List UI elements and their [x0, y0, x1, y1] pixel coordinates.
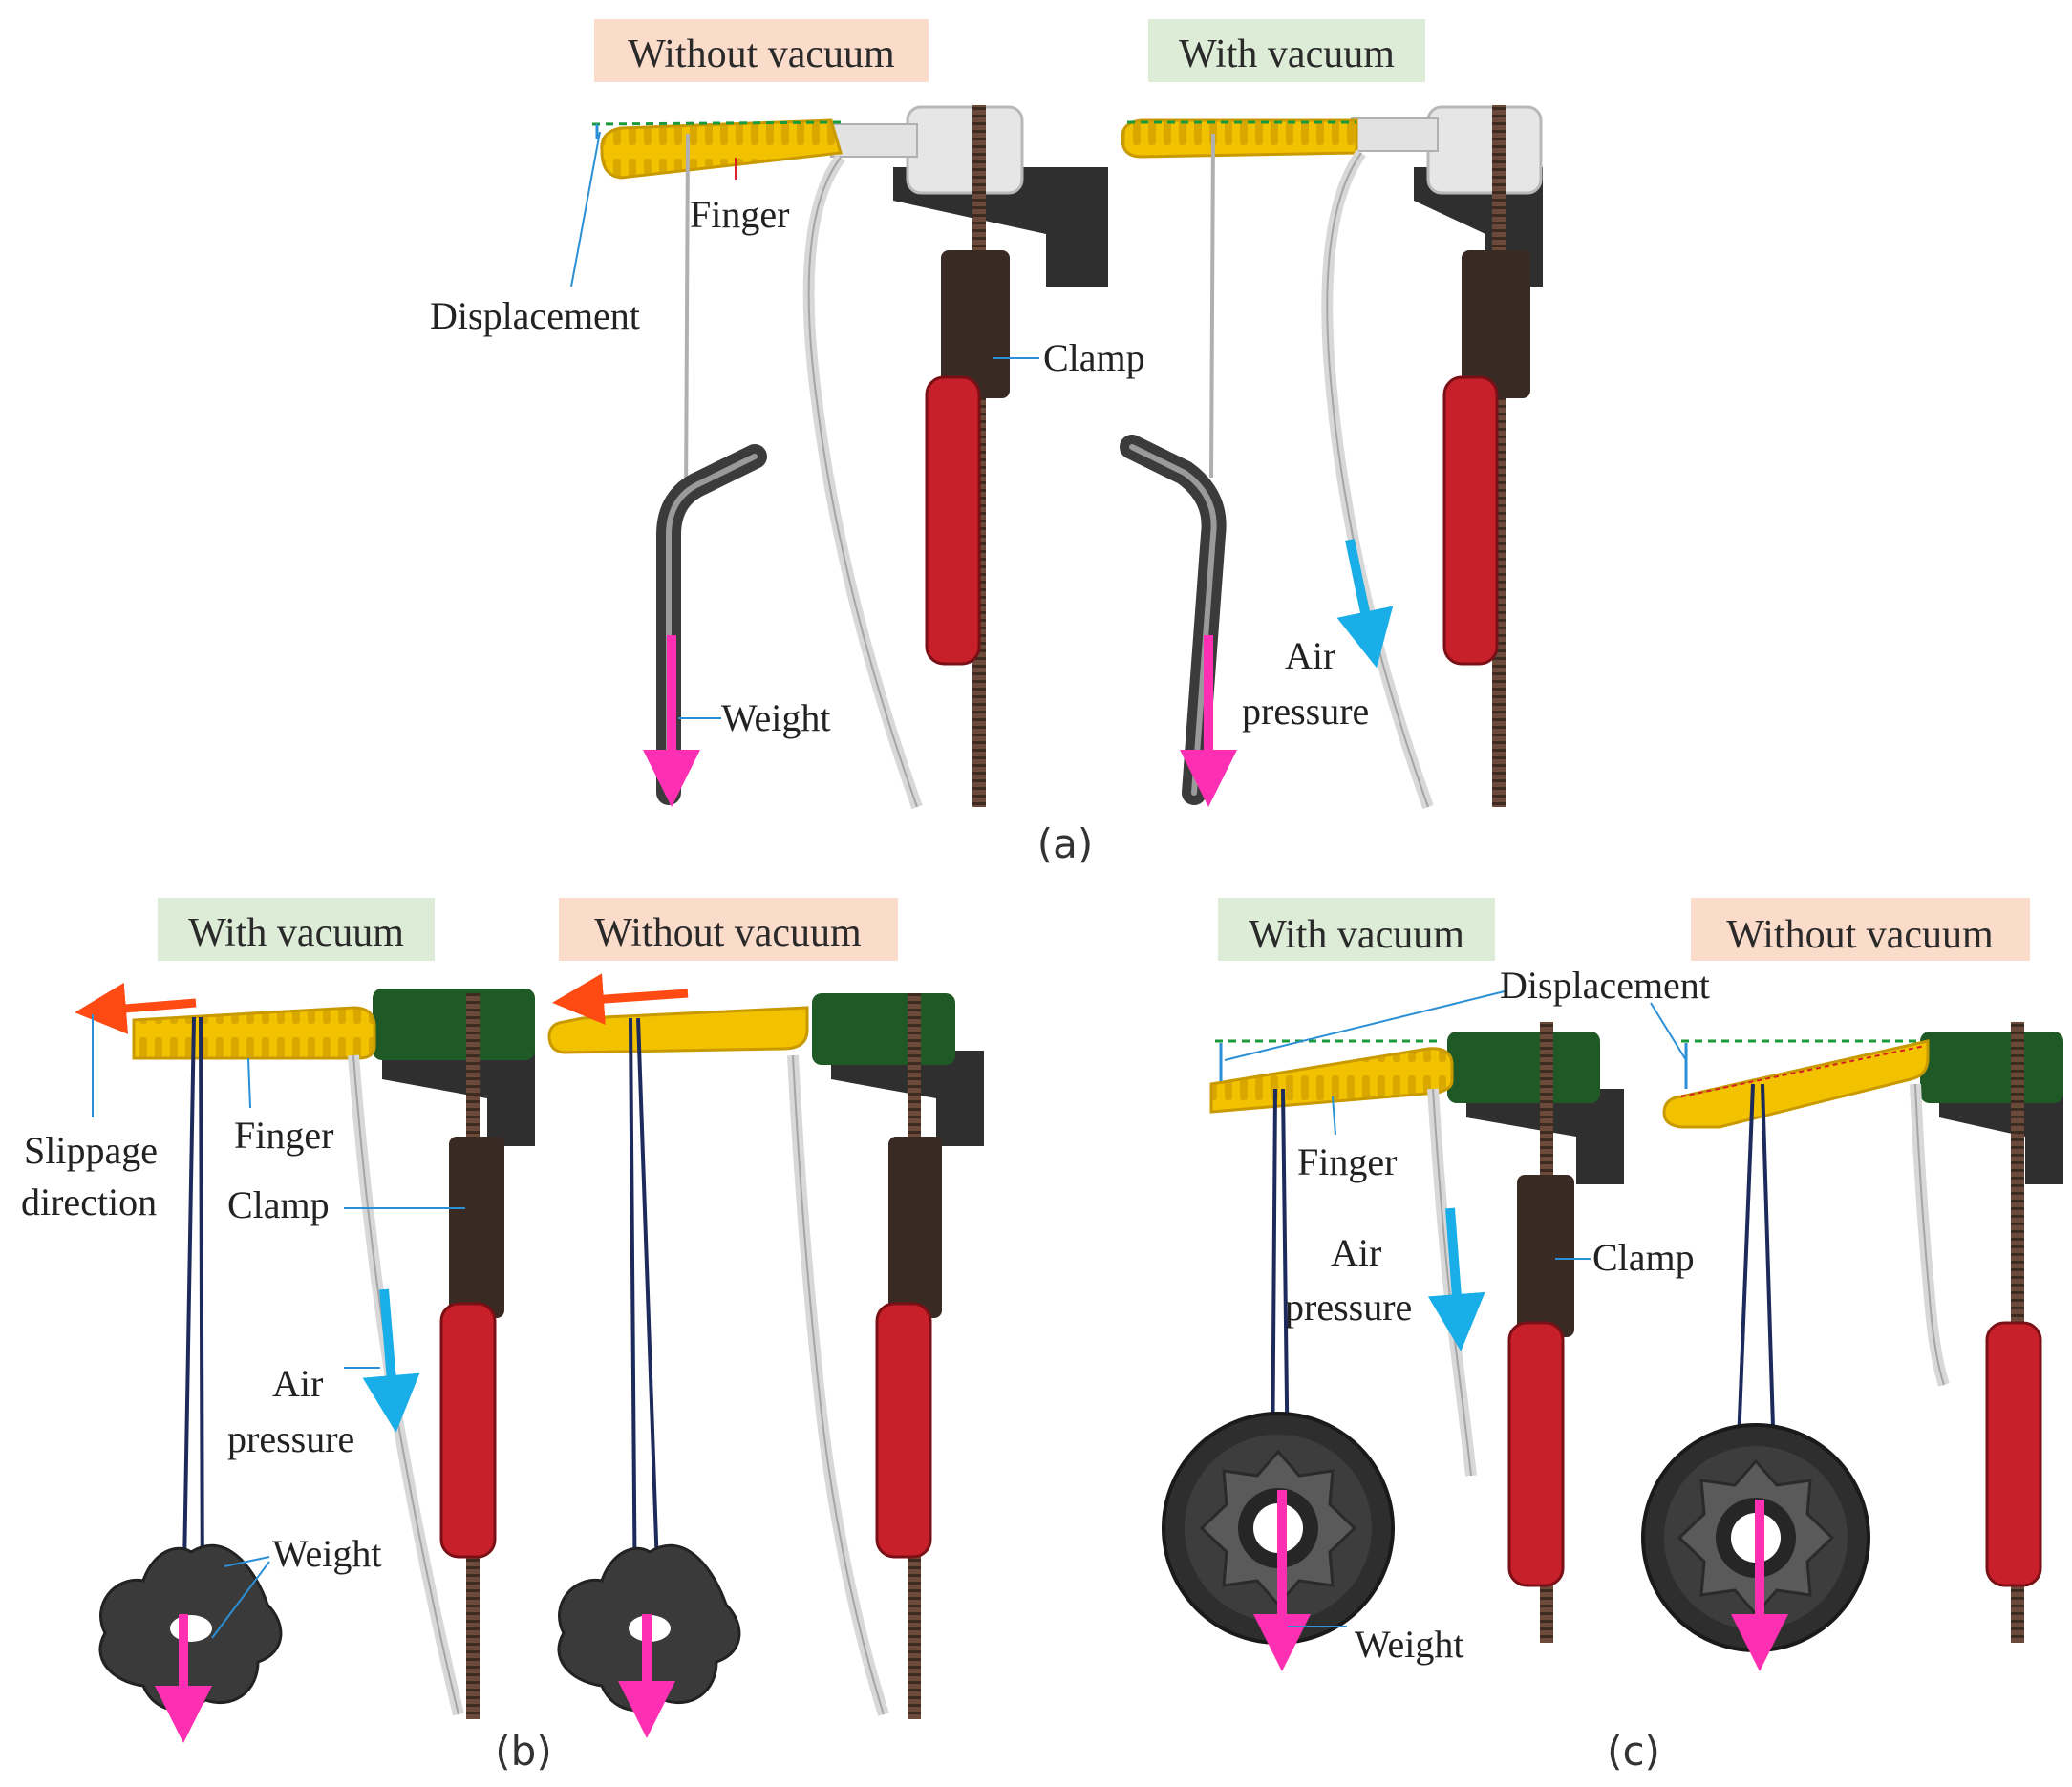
clamp-body	[1462, 250, 1530, 398]
tag-bg	[1691, 898, 2030, 961]
label-pressure: pressure	[1242, 690, 1369, 733]
label-pressure: pressure	[1285, 1286, 1412, 1329]
label-direction: direction	[21, 1181, 157, 1223]
string	[684, 133, 690, 505]
label-weight: Weight	[272, 1532, 382, 1575]
label-air: Air	[1285, 634, 1335, 677]
clamp-body	[941, 250, 1010, 398]
clamp-body	[449, 1137, 504, 1318]
soft-finger	[547, 1006, 809, 1054]
label-finger: Finger	[1297, 1140, 1397, 1183]
soft-finger	[1662, 1039, 1930, 1129]
knob-weight	[98, 1543, 283, 1713]
finger-mount	[1426, 105, 1543, 195]
label-displacement: Displacement	[1500, 964, 1710, 1007]
clamp-handle	[925, 375, 981, 666]
label-finger: Finger	[690, 193, 789, 236]
green-mount	[1447, 1032, 1600, 1103]
panel-c-left: With vacuum Displacement Finger Air pres…	[1162, 898, 1710, 1671]
displacement-leader	[570, 131, 601, 287]
clamp-body	[888, 1137, 942, 1318]
label-clamp: Clamp	[1043, 336, 1145, 379]
label-slippage: Slippage	[24, 1129, 158, 1172]
tag-bg	[1148, 19, 1425, 82]
tag-bg	[158, 898, 435, 961]
label-air: Air	[1331, 1231, 1381, 1274]
label-clamp: Clamp	[227, 1183, 330, 1226]
tag-with-vacuum: With vacuum	[188, 911, 404, 955]
hex-key-weight	[1120, 435, 1227, 805]
string	[1735, 1083, 1777, 1491]
string	[1209, 133, 1215, 479]
label-displacement: Displacement	[430, 294, 640, 337]
panel-a-right: With vacuum Air pressure	[1120, 19, 1543, 810]
tag-with-vacuum: With vacuum	[1179, 32, 1395, 76]
panel-b-right: Without vacuum	[547, 898, 984, 1738]
tag-without-vacuum: Without vacuum	[594, 911, 862, 955]
clamp-handle	[1507, 1321, 1565, 1587]
tag-bg	[1218, 898, 1495, 961]
reference-dashed-line	[591, 120, 842, 126]
string	[629, 1017, 661, 1625]
tag-without-vacuum: Without vacuum	[1726, 913, 1994, 957]
clamp-handle	[439, 1302, 497, 1559]
soft-finger	[600, 118, 843, 180]
arrow-down-icon	[1427, 1207, 1485, 1351]
string	[182, 1016, 204, 1625]
arrow-down-icon	[1336, 538, 1394, 669]
soft-finger	[1209, 1047, 1454, 1114]
tag-without-vacuum: Without vacuum	[628, 32, 895, 76]
green-mount	[812, 993, 955, 1065]
soft-finger	[1121, 118, 1358, 159]
arrow-left-icon	[552, 973, 689, 1026]
label-weight: Weight	[721, 696, 831, 739]
panel-b-left: With vacuum Slippage direction Finger Cl…	[21, 898, 535, 1743]
panel-c-right: Without vacuum	[1641, 898, 2063, 1671]
finger-neck	[1351, 117, 1439, 152]
bracket	[831, 1051, 984, 1146]
caption-b: (b)	[495, 1728, 551, 1775]
bracket	[1466, 1089, 1624, 1184]
arrow-left-icon	[75, 982, 197, 1034]
caption-a: (a)	[1037, 820, 1094, 867]
label-clamp: Clamp	[1592, 1236, 1695, 1279]
label-air: Air	[272, 1362, 323, 1405]
label-weight: Weight	[1355, 1623, 1464, 1666]
finger-mount	[906, 105, 1024, 195]
tag-bg	[559, 898, 898, 961]
clamp-handle	[1985, 1321, 2042, 1587]
clamp-handle	[875, 1302, 932, 1559]
tag-with-vacuum: With vacuum	[1249, 913, 1464, 957]
tag-bg	[594, 19, 929, 82]
clamp-body	[1517, 1175, 1574, 1337]
air-tube	[787, 1054, 889, 1716]
arrow-down-icon	[362, 1288, 420, 1433]
label-finger: Finger	[234, 1114, 333, 1157]
soft-finger	[132, 1006, 376, 1060]
bracket	[382, 1051, 535, 1146]
label-pressure: pressure	[227, 1417, 354, 1460]
air-tube	[1910, 1083, 1950, 1387]
green-mount	[1920, 1032, 2063, 1103]
panel-a-left: Without vacuum Displacement Finger	[430, 19, 1145, 810]
bracket	[1939, 1089, 2063, 1184]
green-mount	[373, 989, 535, 1060]
bracket	[893, 167, 1108, 287]
hex-key-weight	[656, 444, 767, 805]
caption-c: (c)	[1607, 1728, 1660, 1775]
clamp-handle	[1442, 375, 1499, 666]
finger-neck	[830, 123, 918, 158]
